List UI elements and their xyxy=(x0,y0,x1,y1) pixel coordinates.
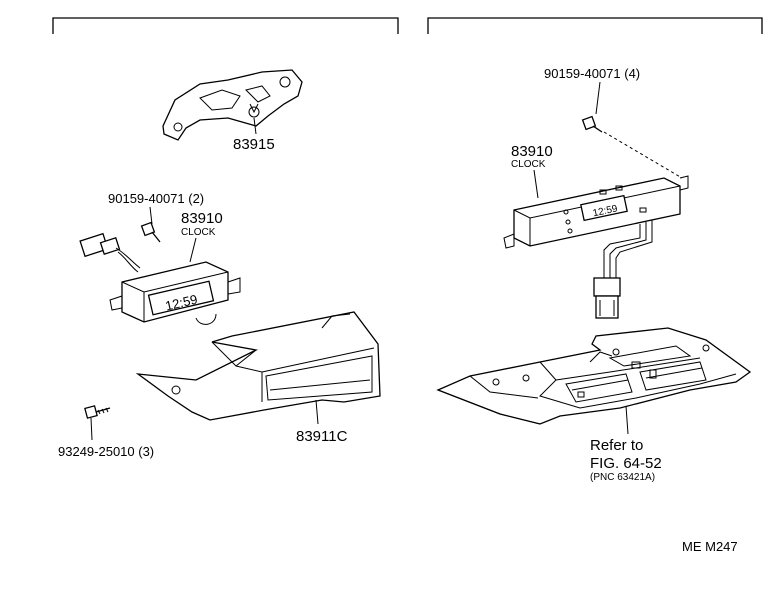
label-clock-name-left: CLOCK xyxy=(181,227,216,238)
panel-83911C xyxy=(135,311,381,421)
screw-icon xyxy=(140,221,161,243)
label-clock-name-right: CLOCK xyxy=(511,159,546,170)
label-refer-line2: FIG. 64-52 xyxy=(590,455,662,472)
clock-unit-right: 12:59 xyxy=(503,175,689,249)
lower-panel-right xyxy=(436,327,752,425)
leader-screw-top-left xyxy=(149,206,153,225)
label-screw-bottom: 93249-25010 (3) xyxy=(58,444,154,459)
screw-right-icon xyxy=(581,115,603,133)
leader-83915 xyxy=(253,117,257,135)
bracket-83915 xyxy=(162,69,303,141)
right-section-bracket xyxy=(427,17,763,34)
leader-clock-left xyxy=(189,237,197,263)
label-83911C: 83911C xyxy=(296,428,348,445)
label-clock-part-left: 83910 xyxy=(181,210,223,227)
wire-harness-right xyxy=(593,220,653,319)
clock-unit-left: 12:59 xyxy=(109,261,241,325)
label-clock-part-right: 83910 xyxy=(511,143,553,160)
diagram-code: ME M247 xyxy=(682,539,738,554)
leader-clock-right xyxy=(533,169,539,199)
screw-bottom-icon xyxy=(84,405,111,419)
label-screw-right: 90159-40071 (4) xyxy=(544,66,640,81)
leader-83911C xyxy=(315,399,319,425)
clock-display-right: 12:59 xyxy=(592,203,619,219)
left-section-bracket xyxy=(52,17,399,34)
label-83915: 83915 xyxy=(233,136,275,153)
clock-display-left: 12:59 xyxy=(164,292,199,314)
connector-plug-left xyxy=(79,232,141,273)
leader-refer xyxy=(625,405,629,435)
leader-screw-bottom xyxy=(90,417,93,441)
leader-screw-right xyxy=(595,81,601,115)
label-refer-pnc: (PNC 63421A) xyxy=(590,472,655,483)
label-screw-top-left: 90159-40071 (2) xyxy=(108,191,204,206)
screw-path-dashed xyxy=(603,131,683,179)
label-refer-line1: Refer to xyxy=(590,437,643,454)
